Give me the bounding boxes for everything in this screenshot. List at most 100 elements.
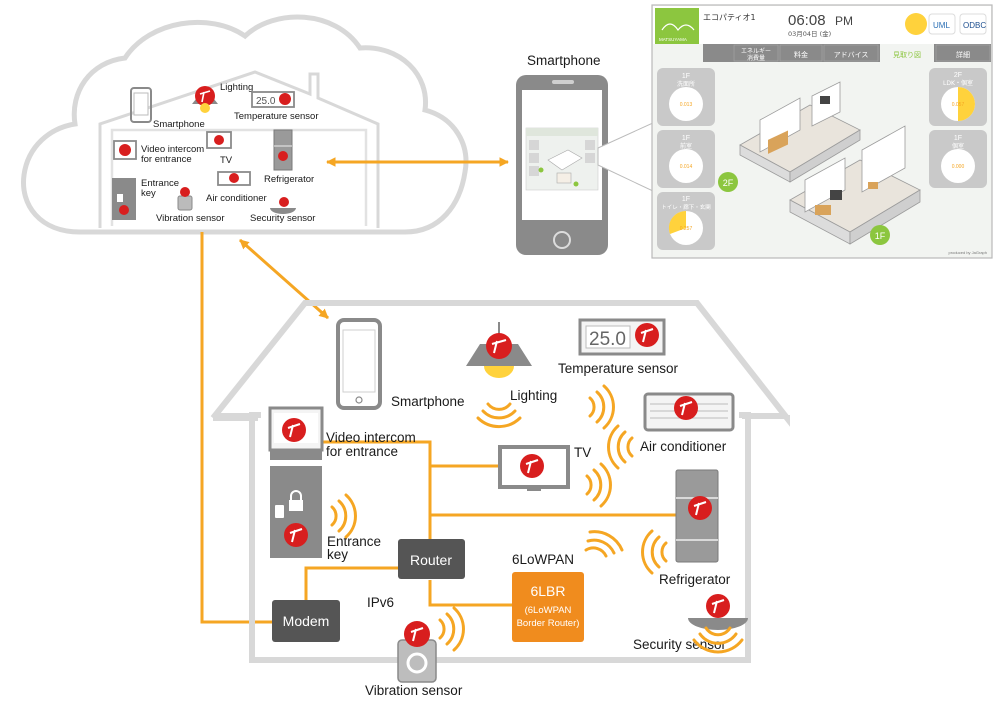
- app-date: 03月04日 (金): [788, 29, 831, 38]
- tab-fee[interactable]: [779, 44, 823, 62]
- svg-text:消費量: 消費量: [747, 54, 765, 62]
- cloud-vibration-label: Vibration sensor: [156, 213, 224, 224]
- svg-text:0.014: 0.014: [680, 164, 693, 170]
- cloud-lighting-label: Lighting: [220, 82, 253, 93]
- cloud-air-conditioner-device: [217, 171, 251, 186]
- svg-text:1F: 1F: [682, 135, 690, 142]
- lbr-title: 6LBR: [530, 583, 565, 599]
- cloud-entrance-key-label-2: key: [141, 188, 156, 199]
- cloud-temp-value: 25.0: [256, 96, 276, 107]
- house-lighting-device: [466, 322, 532, 378]
- cloud-temperature-device: 25.0: [251, 91, 295, 108]
- lbr-sub-1: (6LoWPAN: [525, 605, 572, 616]
- temperature-signal-icon: [588, 384, 615, 430]
- tab-floorplan[interactable]: [880, 44, 934, 63]
- room-card-private[interactable]: 1F 個室 0.000: [929, 130, 987, 188]
- house-smartphone-label: Smartphone: [391, 394, 465, 409]
- refrigerator-signal-icon: [641, 529, 668, 575]
- house-air-conditioner-label: Air conditioner: [640, 439, 727, 454]
- smartphone-device: [516, 75, 608, 255]
- tab-detail[interactable]: [935, 44, 991, 62]
- tab-floorplan-label: 見取り図: [893, 51, 921, 59]
- house-intercom-label-1: Video intercom: [326, 430, 416, 445]
- lbr-sub-2: Border Router): [517, 618, 580, 629]
- svg-text:UML: UML: [933, 21, 950, 30]
- svg-text:0.000: 0.000: [952, 164, 965, 170]
- house-temp-value: 25.0: [589, 329, 626, 350]
- security-signal-icon: [692, 626, 744, 654]
- house-security-label: Security sensor: [633, 637, 727, 652]
- room-card-ldk-private[interactable]: 2F LDK・個室 0.057: [929, 68, 987, 126]
- cloud-intercom-label-1: Video intercom: [141, 144, 204, 155]
- tab-detail-label: 詳細: [956, 50, 970, 59]
- cloud-smartphone-label: Smartphone: [153, 119, 205, 130]
- house-refrigerator-label: Refrigerator: [659, 572, 731, 587]
- svg-text:1F: 1F: [682, 73, 690, 80]
- app-logo-text: MATSUYAMA: [659, 37, 687, 42]
- room-card-washroom[interactable]: 1F 洗面所 0.013: [657, 68, 715, 126]
- floor-badge-1f[interactable]: 1F: [870, 225, 890, 245]
- cloud-refrigerator-label: Refrigerator: [264, 174, 314, 185]
- house-temperature-device: 25.0: [578, 318, 666, 356]
- house-security-device: [688, 594, 748, 630]
- svg-text:ODBC: ODBC: [963, 21, 986, 30]
- partner-logo-1-icon: [905, 13, 927, 35]
- floor-badge-2f[interactable]: 2F: [718, 172, 738, 192]
- air-conditioner-signal-icon: [607, 424, 634, 470]
- cloud-tv-label: TV: [220, 155, 233, 166]
- tab-advice[interactable]: [823, 44, 879, 62]
- cloud-air-conditioner-label: Air conditioner: [206, 193, 267, 204]
- tab-fee-label: 料金: [794, 50, 808, 59]
- entrance-key-signal-icon: [330, 493, 357, 539]
- house-air-conditioner-device: [643, 392, 735, 432]
- svg-text:個室: 個室: [952, 142, 964, 150]
- house-entrance-key-device: [270, 466, 322, 558]
- house-tv-label: TV: [574, 445, 591, 460]
- cloud-house-arrow: [239, 238, 329, 320]
- house-tv-device: [498, 445, 570, 491]
- sixlowpan-label: 6LoWPAN: [512, 552, 574, 567]
- svg-text:LDK・個室: LDK・個室: [943, 79, 973, 87]
- cloud-lighting-device: [192, 85, 218, 113]
- lbr-signal-icon: [584, 530, 624, 558]
- tab-advice-label: アドバイス: [834, 51, 869, 59]
- house-outline: [210, 300, 790, 663]
- cloud-security-device: [270, 197, 296, 214]
- app-ampm: PM: [835, 14, 853, 28]
- modem-cloud-line: [200, 232, 272, 624]
- room-card-anteroom[interactable]: 1F 前室 0.014: [657, 130, 715, 188]
- cloud-refrigerator-device: [273, 129, 293, 171]
- house-vibration-label: Vibration sensor: [365, 683, 463, 698]
- router-box: Router: [398, 539, 465, 579]
- svg-text:トイレ・廊下・玄関: トイレ・廊下・玄関: [661, 203, 711, 211]
- app-time: 06:08: [788, 12, 826, 29]
- router-lbr-line: [428, 580, 512, 607]
- svg-text:0.057: 0.057: [952, 102, 965, 108]
- ipv6-label: IPv6: [367, 595, 394, 610]
- lbr-box: 6LBR (6LoWPAN Border Router): [512, 572, 584, 642]
- modem-box: Modem: [272, 600, 340, 642]
- wireless-signal-icons: [330, 384, 744, 654]
- app-footer: produced by JaGraph: [949, 250, 987, 255]
- room-card-toilet-hall-entrance[interactable]: 1F トイレ・廊下・玄関 0.257: [657, 192, 715, 250]
- house-refrigerator-device: [675, 469, 719, 563]
- svg-text:0.013: 0.013: [680, 102, 693, 108]
- app-tabs: エネルギー 消費量 料金 アドバイス 見取り図 詳細: [703, 44, 991, 63]
- app-title: エコパティオ1: [703, 13, 756, 22]
- tab-energy[interactable]: [733, 44, 779, 62]
- house-smartphone-device: [336, 318, 382, 410]
- cloud-vibration-device: [177, 187, 193, 211]
- modem-label: Modem: [283, 613, 330, 629]
- house-temperature-label: Temperature sensor: [558, 361, 679, 376]
- house-intercom-label-2: for entrance: [326, 444, 398, 459]
- svg-text:2F: 2F: [954, 72, 962, 79]
- svg-text:洗面所: 洗面所: [677, 80, 695, 88]
- lighting-signal-icon: [476, 402, 522, 429]
- app-screenshot: MATSUYAMA エコパティオ1 06:08 PM 03月04日 (金) UM…: [651, 4, 993, 259]
- house-vibration-device: [397, 621, 437, 683]
- house-entrance-key-label-2: key: [327, 547, 348, 562]
- cloud-security-label: Security sensor: [250, 213, 315, 224]
- cloud-entrance-key-device: [112, 178, 136, 220]
- partner-logo-3-icon: [959, 13, 987, 35]
- cloud-temperature-label: Temperature sensor: [234, 111, 318, 122]
